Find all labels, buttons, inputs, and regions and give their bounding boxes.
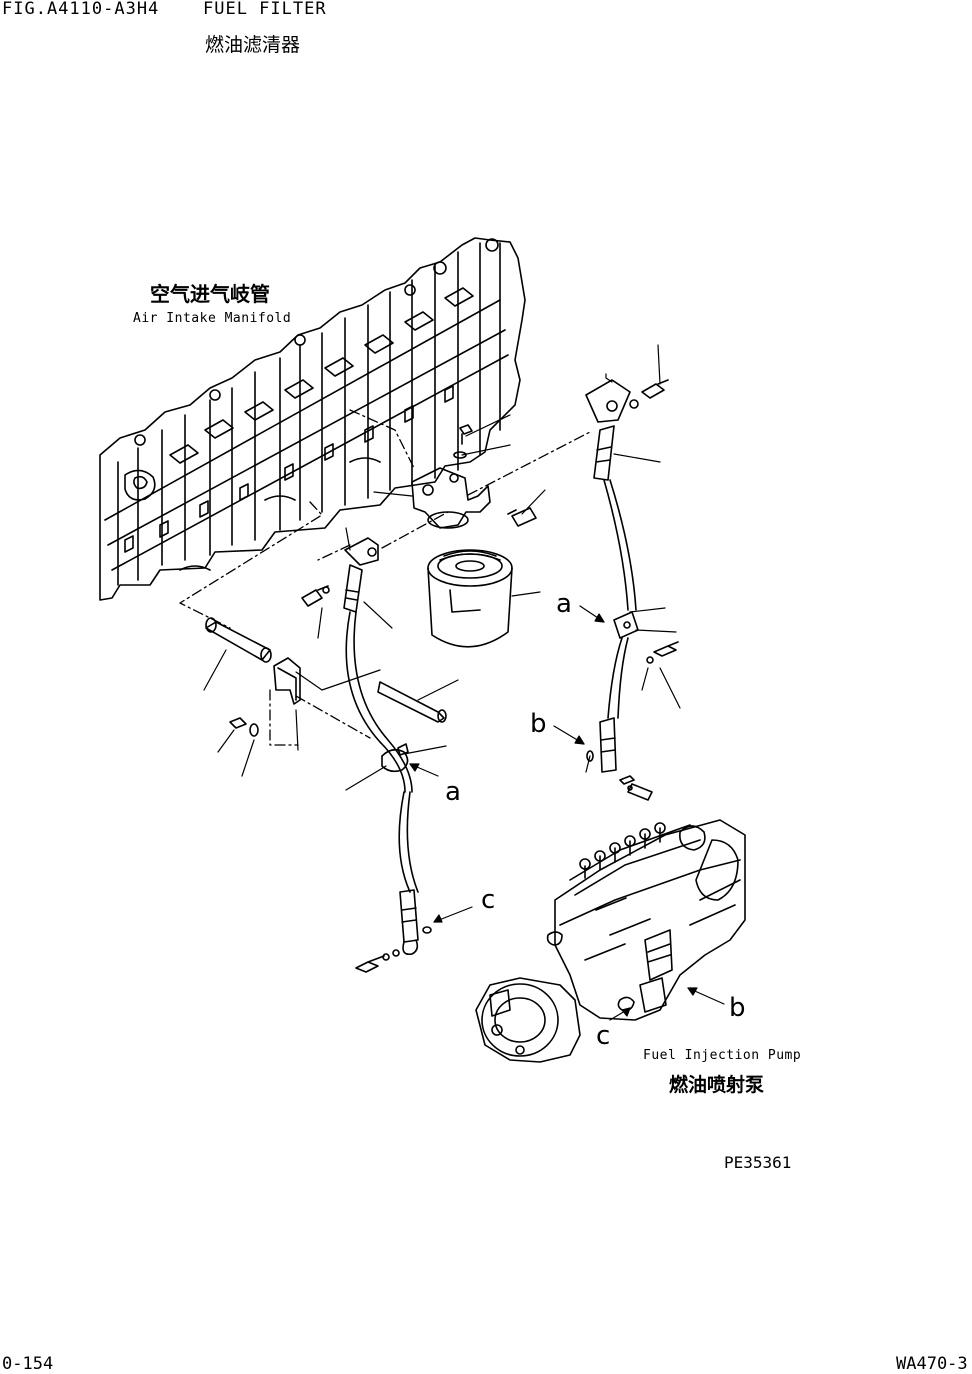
assembly-lines: [179, 409, 591, 746]
reference-arrows: [409, 605, 725, 1021]
reference-letter-a: a: [445, 777, 461, 807]
model-number: WA470-3: [896, 1354, 968, 1374]
manifold-label-english: Air Intake Manifold: [133, 311, 292, 326]
reference-letter-a: a: [556, 589, 572, 619]
page-number: 0-154: [2, 1354, 54, 1374]
right-fuel-tube: [585, 379, 679, 801]
drawing-number: PE35361: [724, 1153, 792, 1172]
fuel-filter-cartridge: [427, 549, 513, 648]
leader-lines: [203, 344, 681, 791]
pump-label-chinese: 燃油喷射泵: [669, 1074, 765, 1096]
air-intake-manifold: [99, 237, 526, 601]
reference-letter-c: c: [481, 885, 496, 915]
reference-letter-b: b: [729, 993, 746, 1023]
figure-title-english: FUEL FILTER: [203, 0, 327, 19]
filter-head: [411, 424, 537, 529]
figure-code: FIG.A4110-A3H4: [2, 0, 160, 19]
fuel-injection-pump: [475, 819, 746, 1063]
manifold-label-chinese: 空气进气岐管: [150, 282, 270, 306]
reference-letter-b: b: [530, 709, 547, 739]
pipe-and-bracket: [205, 617, 447, 737]
pump-label-english: Fuel Injection Pump: [643, 1048, 802, 1063]
figure-title-chinese: 燃油滤清器: [205, 34, 301, 56]
left-fuel-tube: [301, 537, 432, 973]
reference-letter-c: c: [596, 1021, 611, 1051]
